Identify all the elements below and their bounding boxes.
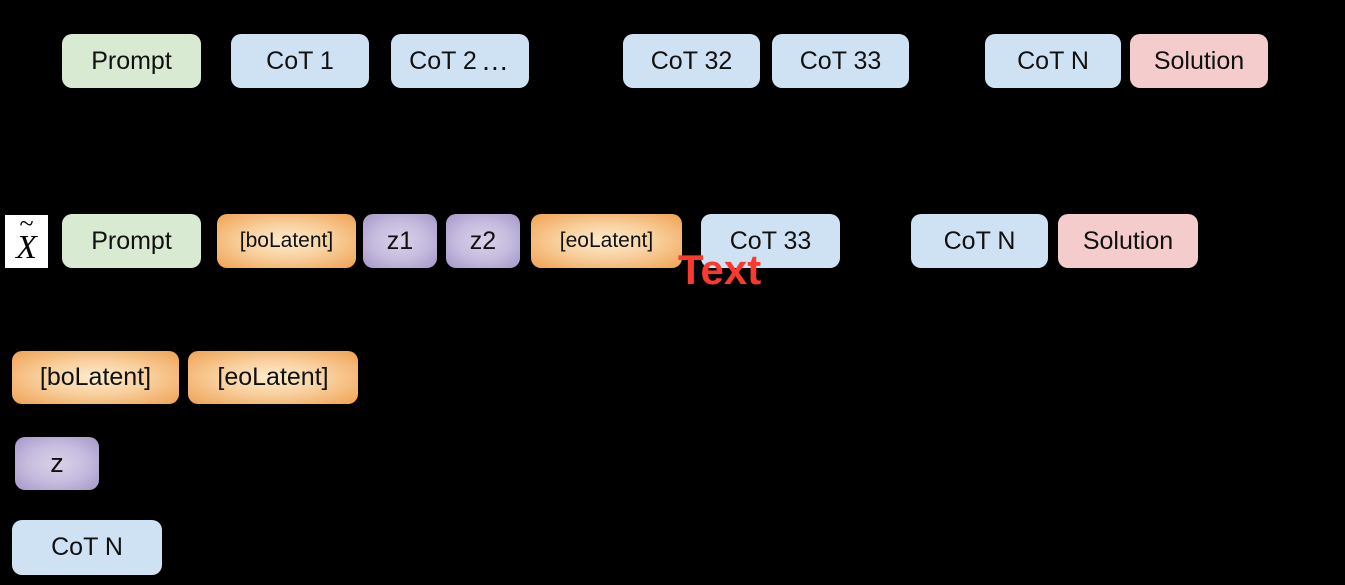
x-tilde-symbol: ~ X xyxy=(5,208,48,268)
token-label: [boLatent] xyxy=(39,363,152,391)
token-label: Prompt xyxy=(91,46,172,75)
token-label: CoT 1 xyxy=(266,46,334,75)
legend-bolatent: [boLatent] xyxy=(12,351,179,404)
token-solution-row1: Solution xyxy=(1130,34,1268,88)
token-label: Solution xyxy=(1082,226,1174,255)
token-label: CoT 2 xyxy=(409,46,477,75)
legend-eolatent: [eoLatent] xyxy=(188,351,358,404)
token-cot-2: CoT 2 … xyxy=(391,34,529,88)
token-cot-33-row2: CoT 33 xyxy=(701,214,840,268)
token-label: Prompt xyxy=(91,226,172,255)
text-annotation: Text xyxy=(678,246,762,293)
token-label: z1 xyxy=(386,226,414,255)
token-label: CoT 33 xyxy=(729,226,812,255)
token-solution-row2: Solution xyxy=(1058,214,1198,268)
token-label: [boLatent] xyxy=(239,229,334,252)
legend-cot-n: CoT N xyxy=(12,520,162,575)
token-eolatent-row2: [eoLatent] xyxy=(531,214,682,268)
token-cot-1: CoT 1 xyxy=(231,34,369,88)
token-label: CoT 32 xyxy=(650,46,733,75)
token-cot-n-row2: CoT N xyxy=(911,214,1048,268)
token-cot-32: CoT 32 xyxy=(623,34,760,88)
token-bolatent-row2: [boLatent] xyxy=(217,214,356,268)
token-label: CoT N xyxy=(943,226,1016,255)
token-prompt-row2: Prompt xyxy=(62,214,201,268)
token-label: [eoLatent] xyxy=(559,229,654,252)
legend-z: z xyxy=(15,437,99,490)
token-prompt-row1: Prompt xyxy=(62,34,201,88)
token-z2: z2 xyxy=(446,214,520,268)
token-label: z xyxy=(50,448,64,478)
token-label: Solution xyxy=(1153,46,1245,75)
token-label: z2 xyxy=(469,226,497,255)
token-z1: z1 xyxy=(363,214,437,268)
x-base: X xyxy=(16,228,37,266)
token-cot-n-row1: CoT N xyxy=(985,34,1121,88)
token-label: CoT N xyxy=(51,533,123,561)
token-cot-33-row1: CoT 33 xyxy=(772,34,909,88)
token-label: CoT N xyxy=(1017,46,1089,75)
token-label: [eoLatent] xyxy=(217,363,329,391)
token-label: CoT 33 xyxy=(799,46,882,75)
tilde-accent: ~ xyxy=(19,208,34,238)
